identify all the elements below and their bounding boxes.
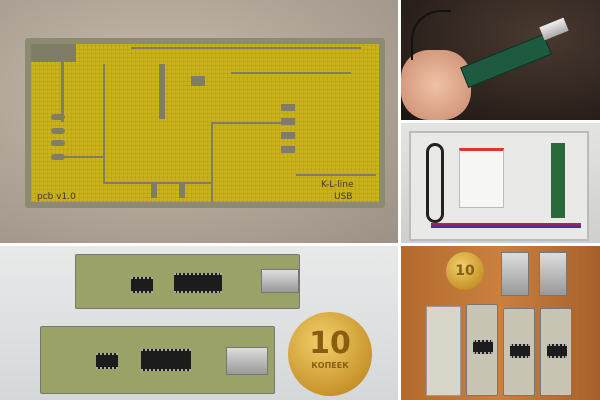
kit-parts-box-photo (401, 123, 600, 243)
pcb-name-text: K-L-line (321, 180, 354, 190)
assembled-board (75, 254, 300, 309)
pcb-version-text: pcb v1.0 (37, 192, 76, 202)
pcb-usb-text: USB (334, 192, 353, 202)
boards-and-usb-plugs-photo: 10 (401, 246, 600, 400)
coin: 10 КОПЕЕК (288, 312, 372, 396)
usb-plug (501, 252, 529, 296)
assembled-board (503, 308, 535, 396)
wires (431, 223, 581, 228)
pcb-board: pcb v1.0 K-L-line USB (25, 38, 385, 208)
usb-adapter-in-hand-photo (401, 0, 600, 120)
cable (411, 10, 451, 60)
board (551, 143, 565, 218)
assembled-board (466, 304, 498, 396)
usb-plug (539, 17, 569, 41)
usb-plug (539, 252, 567, 296)
zip-bag (459, 148, 504, 208)
bare-pcb (426, 306, 461, 396)
cable-coil (426, 143, 444, 223)
coin: 10 (446, 252, 484, 290)
adapter-board (460, 33, 552, 89)
coin-value: 10 (455, 263, 475, 279)
coin-label: КОПЕЕК (311, 361, 349, 370)
assembled-boards-with-coin-photo: 10 КОПЕЕК (0, 246, 398, 400)
assembled-board (40, 326, 275, 394)
assembled-board (540, 308, 572, 396)
coin-value: 10 (309, 326, 351, 361)
bare-pcb-photo: pcb v1.0 K-L-line USB (0, 0, 398, 243)
hand (401, 50, 471, 120)
